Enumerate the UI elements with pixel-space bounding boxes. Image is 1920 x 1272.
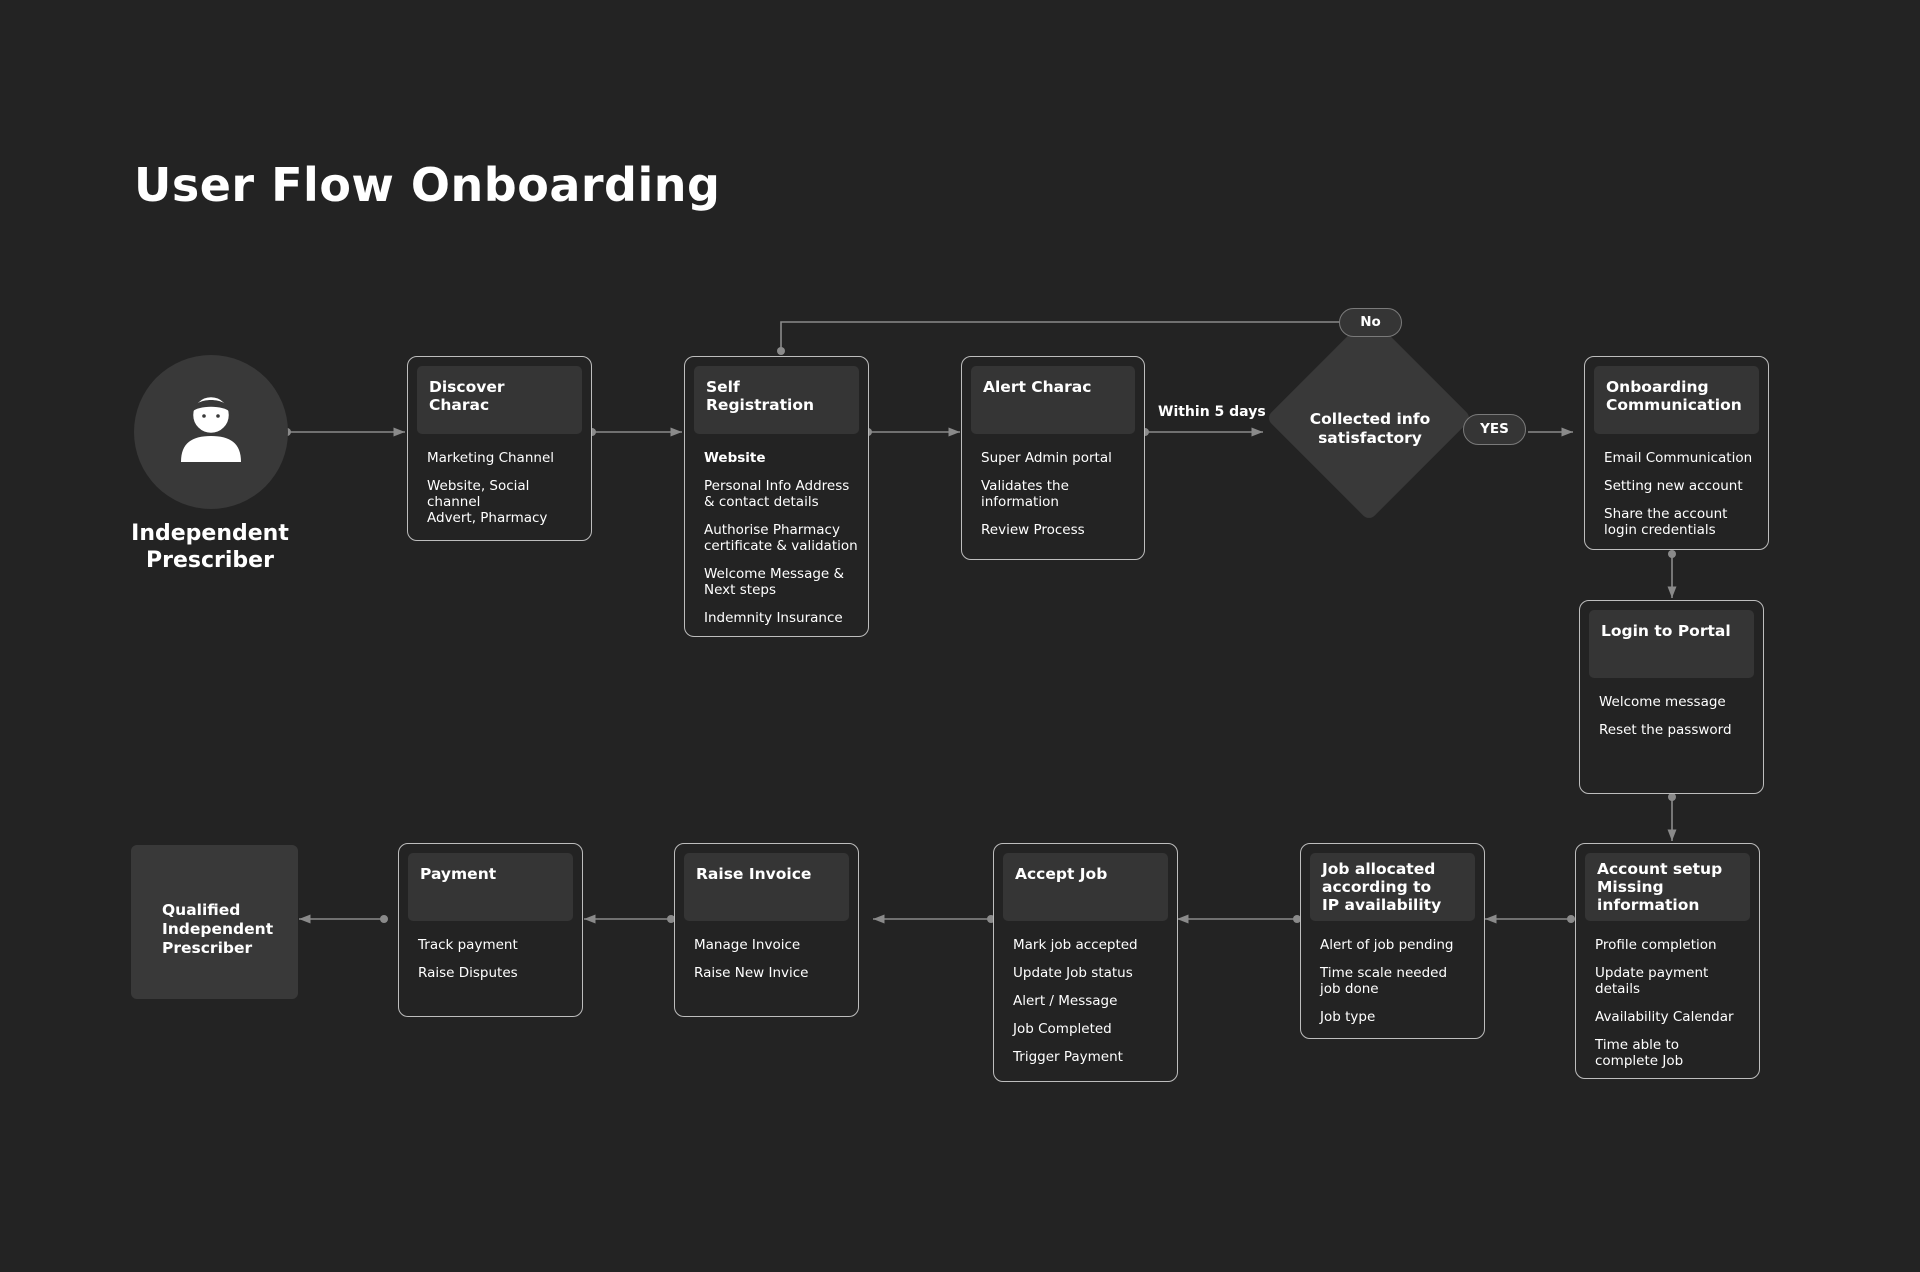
list-item: Update Job status — [1013, 965, 1133, 981]
no-badge: No — [1339, 308, 1402, 337]
card-header: Login to Portal — [1589, 610, 1754, 678]
card-title: Discover Charac — [429, 378, 505, 414]
card-account-setup: Account setup Missing information Profil… — [1575, 843, 1760, 1079]
list-item: Mark job accepted — [1013, 937, 1138, 953]
card-title: Alert Charac — [983, 378, 1092, 396]
list-item: Raise Disputes — [418, 965, 518, 981]
list-item: Manage Invoice — [694, 937, 801, 953]
edge-no-loop — [780, 321, 1340, 351]
card-header: Raise Invoice — [684, 853, 849, 921]
list-item: Welcome message — [1599, 694, 1726, 710]
card-header: Onboarding Communication — [1594, 366, 1759, 434]
card-raise-invoice: Raise Invoice Manage Invoice Raise New I… — [674, 843, 859, 1017]
list-item: Marketing Channel — [427, 450, 554, 466]
list-item: Alert of job pending — [1320, 937, 1454, 953]
card-job-allocated: Job allocated according to IP availabili… — [1300, 843, 1485, 1039]
list-item: Availability Calendar — [1595, 1009, 1734, 1025]
card-header: Job allocated according to IP availabili… — [1310, 853, 1475, 921]
actor-avatar — [134, 355, 288, 509]
list-item: Trigger Payment — [1013, 1049, 1123, 1065]
list-item: Indemnity Insurance — [704, 610, 843, 626]
page-title: User Flow Onboarding — [134, 158, 721, 212]
card-title: Account setup — [1597, 860, 1723, 878]
list-item: Raise New Invice — [694, 965, 809, 981]
list-item: Job Completed — [1013, 1021, 1112, 1037]
card-title: Accept Job — [1015, 865, 1108, 883]
list-item: Review Process — [981, 522, 1085, 538]
list-item: Authorise Pharmacy certificate & validat… — [704, 522, 858, 554]
card-accept-job: Accept Job Mark job accepted Update Job … — [993, 843, 1178, 1082]
card-payment: Payment Track payment Raise Disputes — [398, 843, 583, 1017]
list-item: Setting new account — [1604, 478, 1743, 494]
list-item: Alert / Message — [1013, 993, 1118, 1009]
card-title: Communication — [1606, 396, 1742, 414]
card-title: Login to Portal — [1601, 622, 1731, 640]
list-item: Welcome Message & Next steps — [704, 566, 845, 598]
card-header: Discover Charac — [417, 366, 582, 434]
card-login: Login to Portal Welcome message Reset th… — [1579, 600, 1764, 794]
list-item: Website, Social channel Advert, Pharmacy — [427, 478, 548, 526]
actor-label: Independent Prescriber — [131, 521, 289, 573]
card-header: Payment — [408, 853, 573, 921]
list-item: Job type — [1320, 1009, 1376, 1025]
list-item: Website — [704, 450, 766, 466]
list-item: Personal Info Address & contact details — [704, 478, 850, 510]
card-title: Raise Invoice — [696, 865, 812, 883]
card-alert: Alert Charac Super Admin portal Validate… — [961, 356, 1145, 560]
yes-badge: YES — [1463, 414, 1526, 445]
card-title: Job allocated — [1322, 860, 1436, 878]
edge-label-within-5-days: Within 5 days — [1158, 404, 1266, 420]
card-self-registration: Self Registration Website Personal Info … — [684, 356, 869, 637]
card-onboarding: Onboarding Communication Email Communica… — [1584, 356, 1769, 550]
card-header: Account setup Missing information — [1585, 853, 1750, 921]
decision-label: Collected info satisfactory — [1309, 410, 1431, 447]
list-item: Profile completion — [1595, 937, 1717, 953]
final-qualified-prescriber: Qualified Independent Prescriber — [131, 845, 298, 999]
card-header: Self Registration — [694, 366, 859, 434]
card-title: Self Registration — [706, 378, 815, 414]
list-item: Time able to complete Job — [1595, 1037, 1684, 1069]
list-item: Super Admin portal — [981, 450, 1112, 466]
card-header: Alert Charac — [971, 366, 1135, 434]
card-title: Payment — [420, 865, 497, 883]
card-discover: Discover Charac Marketing Channel Websit… — [407, 356, 592, 541]
user-icon — [181, 394, 241, 462]
card-title: IP availability — [1322, 896, 1442, 914]
list-item: Time scale needed job done — [1320, 965, 1448, 997]
list-item: Track payment — [418, 937, 518, 953]
list-item: Validates the information — [981, 478, 1069, 510]
list-item: Update payment details — [1595, 965, 1709, 997]
card-title: Onboarding — [1606, 378, 1709, 396]
card-header: Accept Job — [1003, 853, 1168, 921]
list-item: Reset the password — [1599, 722, 1732, 738]
list-item: Email Communication — [1604, 450, 1753, 466]
card-title: according to — [1322, 878, 1432, 896]
list-item: Share the account login credentials — [1604, 506, 1728, 538]
card-title: Missing information — [1597, 878, 1700, 914]
